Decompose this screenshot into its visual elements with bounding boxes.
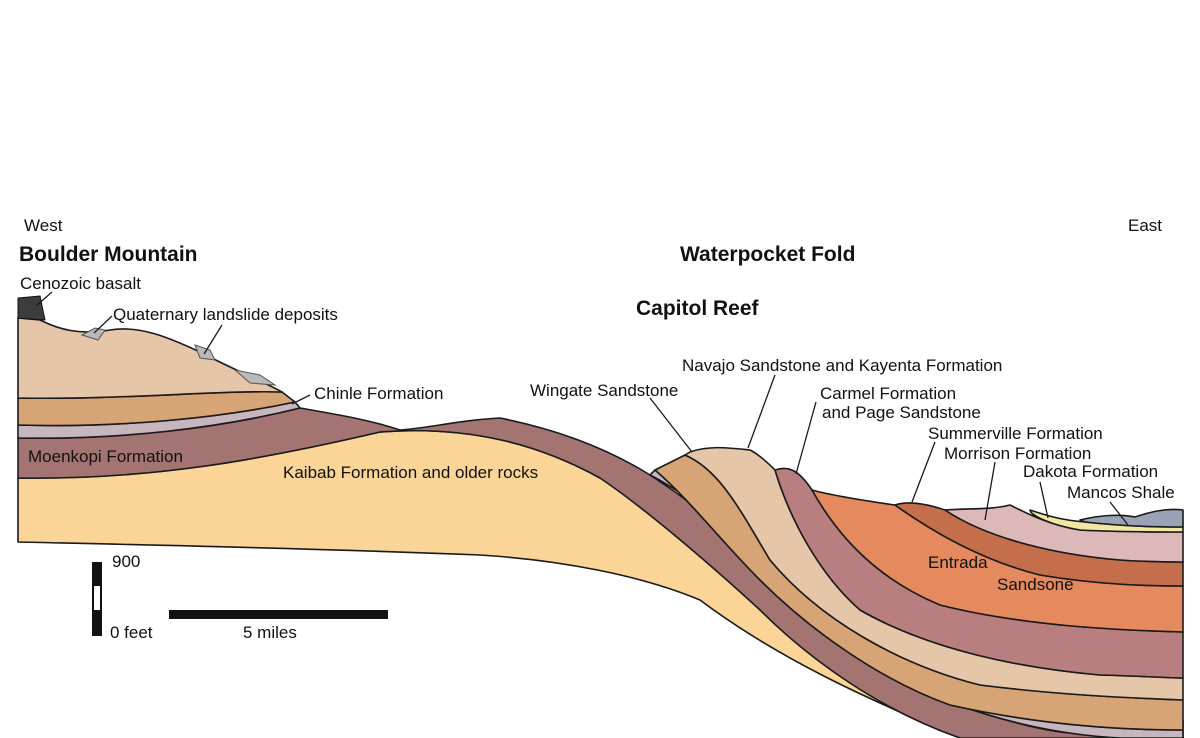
leader-morrison bbox=[984, 461, 996, 521]
vertical-scale-top-label: 900 bbox=[112, 552, 140, 571]
chinle-label: Chinle Formation bbox=[314, 384, 443, 403]
moenkopi-label: Moenkopi Formation bbox=[28, 447, 183, 466]
summerville-label: Summerville Formation bbox=[928, 424, 1103, 443]
leader-navajo bbox=[747, 374, 776, 449]
landslide-deposit-3 bbox=[233, 369, 277, 386]
navajo-kayenta-label: Navajo Sandstone and Kayenta Formation bbox=[682, 356, 1002, 375]
kaibab-label: Kaibab Formation and older rocks bbox=[283, 463, 538, 482]
leader-wingate bbox=[649, 397, 693, 453]
wingate-label: Wingate Sandstone bbox=[530, 381, 678, 400]
horizontal-scale-bar bbox=[169, 610, 388, 619]
leader-landslide-a bbox=[93, 315, 113, 334]
capitol-reef-title: Capitol Reef bbox=[636, 297, 760, 320]
waterpocket-fold-title: Waterpocket Fold bbox=[680, 243, 855, 266]
dakota-label: Dakota Formation bbox=[1023, 462, 1158, 481]
west-label: West bbox=[24, 216, 63, 235]
leader-landslide-b bbox=[203, 324, 223, 355]
mancos-shale-layer bbox=[1079, 508, 1184, 528]
east-label: East bbox=[1128, 216, 1162, 235]
horizontal-scale-label: 5 miles bbox=[243, 623, 297, 642]
carmel-label-line2: and Page Sandstone bbox=[822, 403, 981, 422]
leader-summerville bbox=[911, 441, 936, 503]
entrada-label-line2: Sandsone bbox=[997, 575, 1074, 594]
mancos-label: Mancos Shale bbox=[1067, 483, 1175, 502]
leader-dakota bbox=[1039, 481, 1049, 519]
boulder-mountain-title: Boulder Mountain bbox=[19, 243, 197, 266]
landslide-deposit-1 bbox=[80, 327, 106, 341]
vertical-scale-bottom-label: 0 feet bbox=[110, 623, 153, 642]
quaternary-landslide-label: Quaternary landslide deposits bbox=[113, 305, 338, 324]
entrada-label-line1: Entrada bbox=[928, 553, 988, 572]
leader-chinle bbox=[291, 394, 311, 405]
vertical-scale-bar bbox=[92, 562, 102, 636]
carmel-label-line1: Carmel Formation bbox=[820, 384, 956, 403]
leader-mancos bbox=[1109, 501, 1129, 526]
cenozoic-basalt-cap bbox=[17, 295, 46, 321]
leader-cenozoic-basalt bbox=[35, 291, 53, 307]
morrison-label: Morrison Formation bbox=[944, 444, 1091, 463]
cenozoic-basalt-label: Cenozoic basalt bbox=[20, 274, 141, 293]
leader-carmel bbox=[795, 401, 817, 475]
